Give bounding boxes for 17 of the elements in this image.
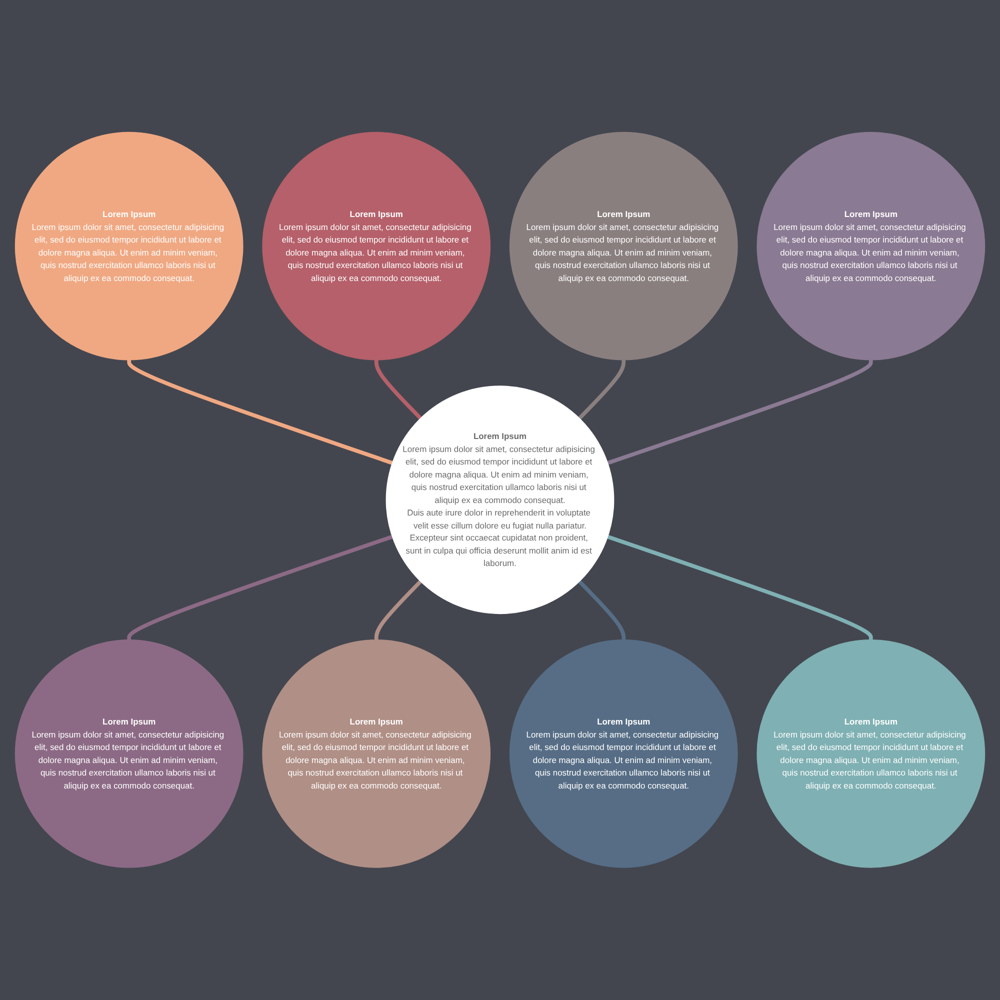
connector (578, 580, 626, 640)
connector (374, 360, 422, 420)
node-circle: Lorem Ipsum Lorem ipsum dolor sit amet, consectetur adipisicing elit, sed do eiusmod tempor incididunt ut labore et dolore magna aliqua. Ut enim ad minim veniam, quis nostrud exercitation ullamco laboris nisi ut aliquip ex ea commodo consequat. Duis aute irure dolor in reprehenderit in voluptate velit esse cillum dolore eu fugiat nulla pariatur. Excepteur sint occaecat cupidatat non proident, sunt in culpa qui officia deserunt mollit anim id est laborum. (386, 386, 614, 614)
node-circle: Lorem Ipsum Lorem ipsum dolor sit amet, consectetur adipisicing elit, sed do eiusmod tempor incididunt ut labore et dolore magna aliqua. Ut enim ad minim veniam, quis nostrud exercitation ullamco laboris nisi ut aliquip ex ea commodo consequat. (509, 640, 738, 868)
connector (607, 360, 873, 465)
node-circle: Lorem Ipsum Lorem ipsum dolor sit amet, consectetur adipisicing elit, sed do eiusmod tempor incididunt ut labore et dolore magna aliqua. Ut enim ad minim veniam, quis nostrud exercitation ullamco laboris nisi ut aliquip ex ea commodo consequat. (756, 132, 986, 360)
connector (127, 535, 393, 640)
node-circle: Lorem Ipsum Lorem ipsum dolor sit amet, consectetur adipisicing elit, sed do eiusmod tempor incididunt ut labore et dolore magna aliqua. Ut enim ad minim veniam, quis nostrud exercitation ullamco laboris nisi ut aliquip ex ea commodo consequat. (14, 640, 244, 868)
node-circle: Lorem Ipsum Lorem ipsum dolor sit amet, consectetur adipisicing elit, sed do eiusmod tempor incididunt ut labore et dolore magna aliqua. Ut enim ad minim veniam, quis nostrud exercitation ullamco laboris nisi ut aliquip ex ea commodo consequat. (262, 640, 491, 868)
connector (578, 360, 626, 420)
connector (374, 580, 422, 640)
connector (607, 535, 873, 640)
node-circle: Lorem Ipsum Lorem ipsum dolor sit amet, consectetur adipisicing elit, sed do eiusmod tempor incididunt ut labore et dolore magna aliqua. Ut enim ad minim veniam, quis nostrud exercitation ullamco laboris nisi ut aliquip ex ea commodo consequat. (509, 132, 738, 360)
node-circle: Lorem Ipsum Lorem ipsum dolor sit amet, consectetur adipisicing elit, sed do eiusmod tempor incididunt ut labore et dolore magna aliqua. Ut enim ad minim veniam, quis nostrud exercitation ullamco laboris nisi ut aliquip ex ea commodo consequat. (262, 132, 491, 360)
node-circle: Lorem Ipsum Lorem ipsum dolor sit amet, consectetur adipisicing elit, sed do eiusmod tempor incididunt ut labore et dolore magna aliqua. Ut enim ad minim veniam, quis nostrud exercitation ullamco laboris nisi ut aliquip ex ea commodo consequat. (756, 640, 986, 868)
node-circle: Lorem Ipsum Lorem ipsum dolor sit amet, consectetur adipisicing elit, sed do eiusmod tempor incididunt ut labore et dolore magna aliqua. Ut enim ad minim veniam, quis nostrud exercitation ullamco laboris nisi ut aliquip ex ea commodo consequat. (14, 132, 244, 360)
connector (127, 360, 393, 465)
